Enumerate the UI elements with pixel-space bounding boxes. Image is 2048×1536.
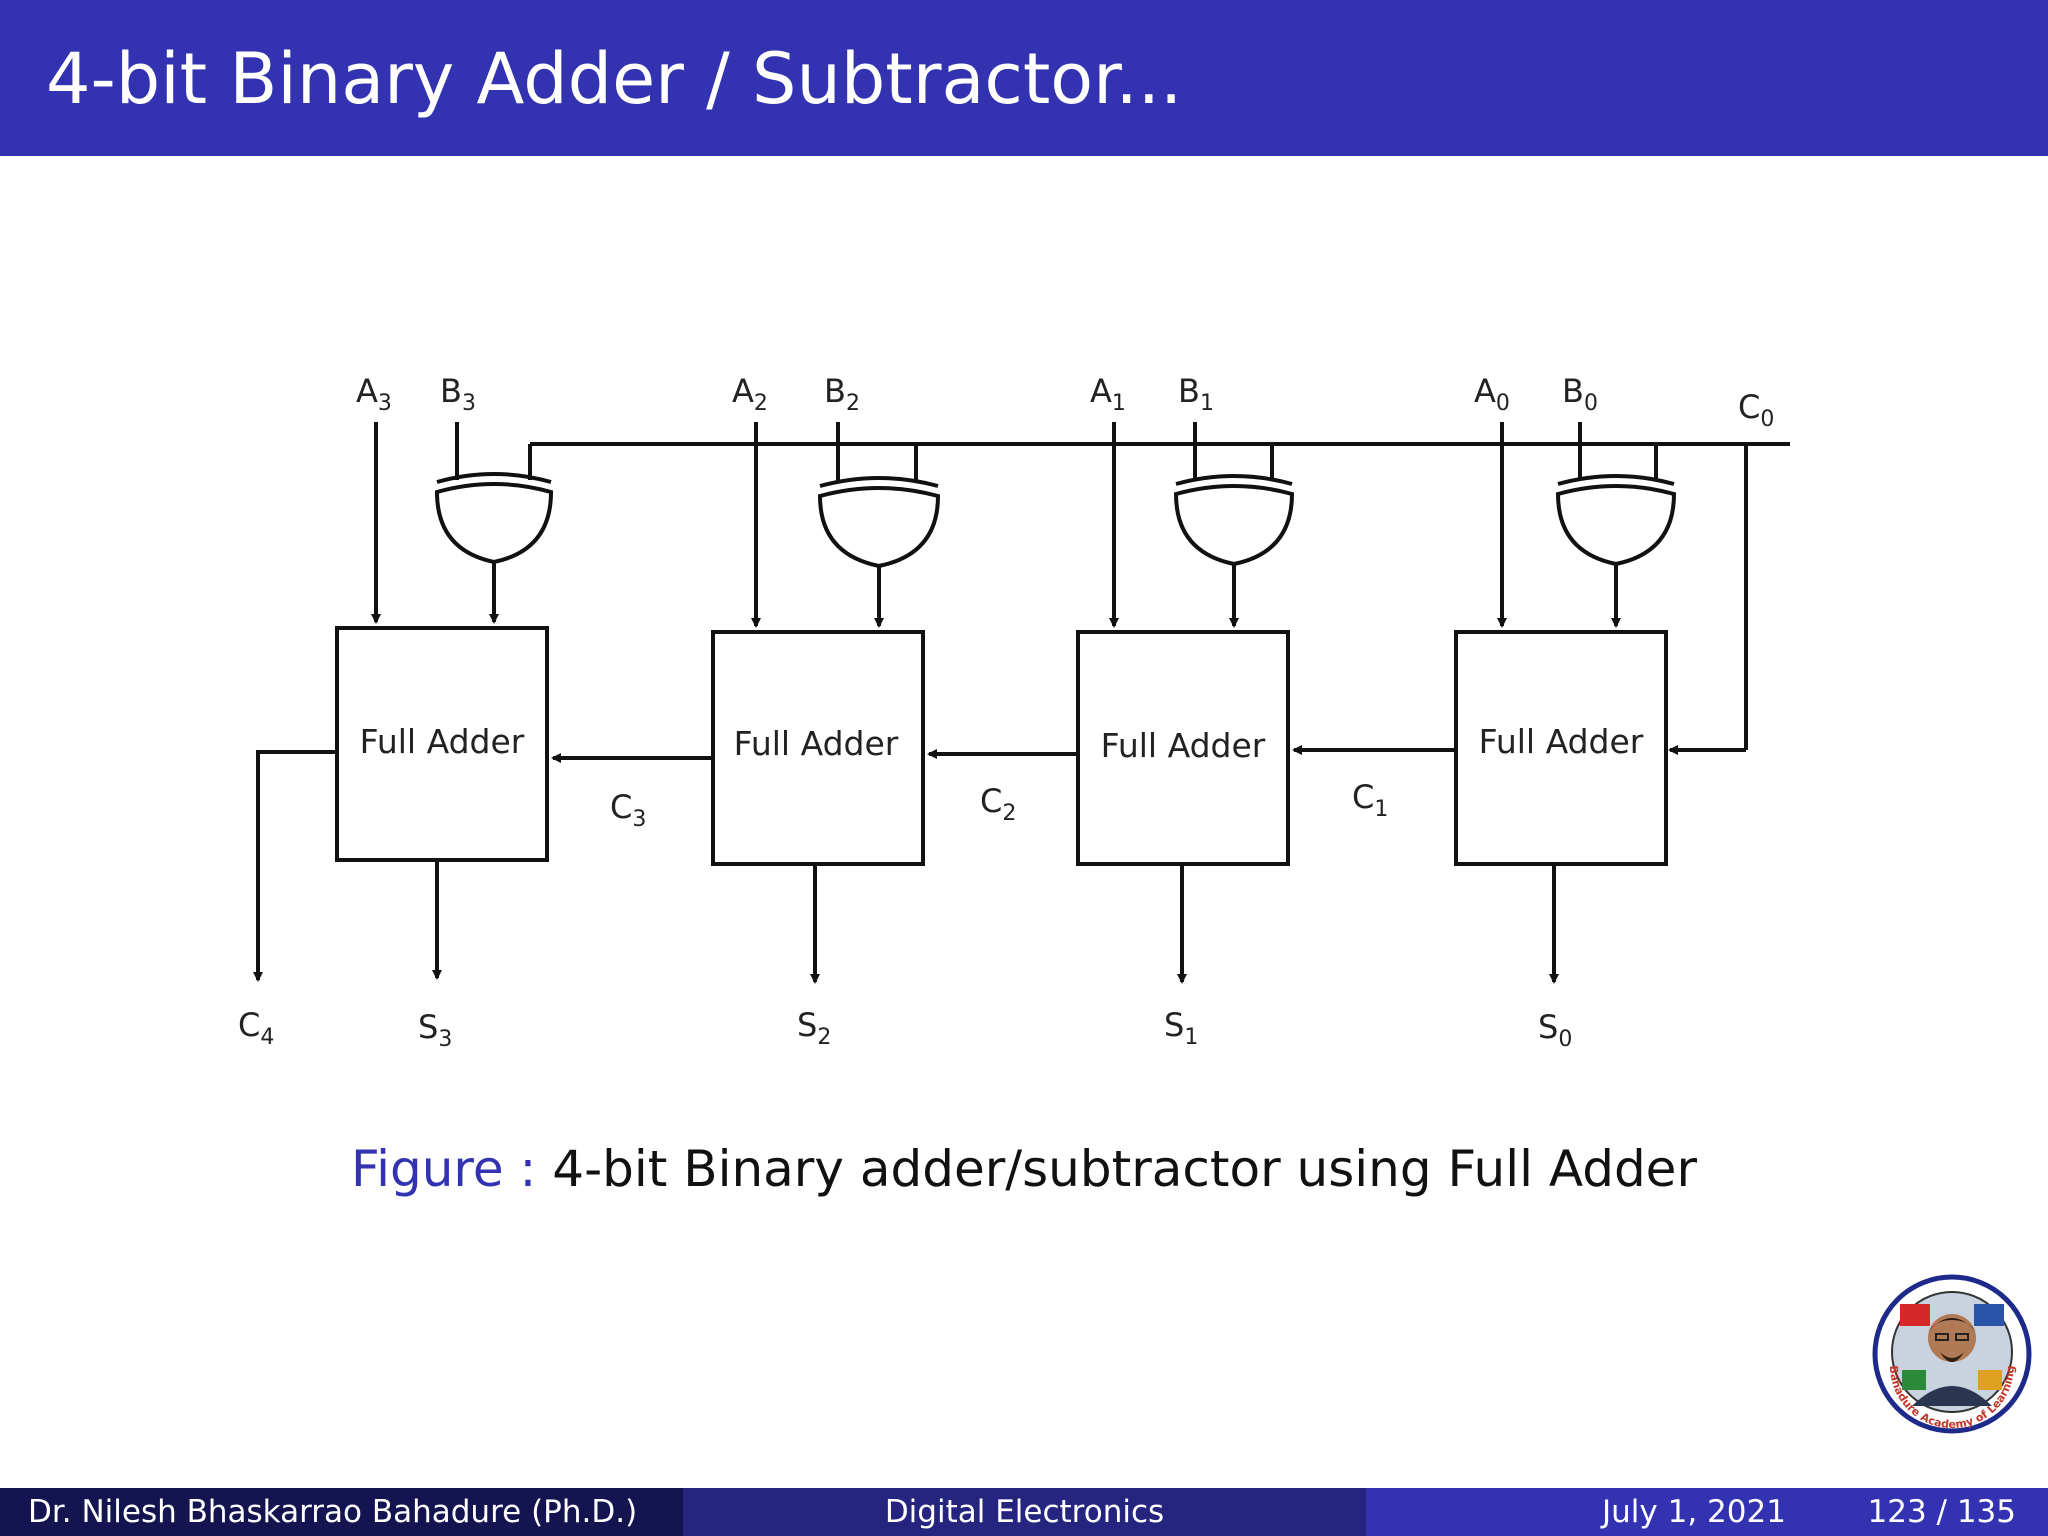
b2-label: B2 [824,372,860,416]
output-labels: C4 S3 S2 S1 S0 [238,1006,1572,1052]
footer-course: Digital Electronics [683,1488,1366,1536]
full-adder-0-label: Full Adder [1479,722,1644,761]
avatar-icon [1928,1314,1976,1362]
s1-label: S1 [1164,1006,1198,1050]
xor-gate-1 [1173,474,1295,567]
slide-header: 4-bit Binary Adder / Subtractor... [0,0,2048,156]
footer-page-number: 123 / 135 [1867,1494,2017,1530]
full-adder-0 [1454,630,1668,866]
stage-0: Full Adder [1292,422,1677,984]
slide-footer: Dr. Nilesh Bhaskarrao Bahadure (Ph.D.) D… [0,1488,2048,1536]
s2-label: S2 [797,1006,831,1050]
stage-2: Full Adder [551,422,941,984]
a1-label: A1 [1090,372,1126,416]
figure-caption-prefix: Figure : [350,1140,537,1198]
c3-label: C3 [610,788,646,832]
full-adder-2-label: Full Adder [734,724,899,763]
b3-label: B3 [440,372,476,416]
xor-gate-3 [434,472,554,565]
stage-3: Full Adder [253,422,554,982]
xor-gate-0 [1555,474,1677,567]
c0-label: C0 [1738,388,1774,432]
a2-label: A2 [732,372,768,416]
c4-label: C4 [238,1006,274,1050]
academy-logo: Bahadure Academy of Learning [1872,1274,2032,1434]
slide-title: 4-bit Binary Adder / Subtractor... [46,38,1183,120]
s3-label: S3 [418,1008,452,1052]
full-adder-1 [1076,630,1290,866]
figure-caption-text: 4-bit Binary adder/subtractor using Full… [552,1140,1697,1198]
a0-label: A0 [1474,372,1510,416]
full-adder-3 [335,626,549,862]
c2-label: C2 [980,782,1016,826]
xor-gate-2 [817,476,941,569]
footer-date: July 1, 2021 [1602,1494,1786,1530]
top-input-labels: A3 B3 A2 B2 A1 B1 A0 B0 C0 [356,372,1774,432]
full-adder-3-label: Full Adder [360,722,525,761]
figure-caption: Figure : 4-bit Binary adder/subtractor u… [0,1140,2048,1198]
footer-date-page: July 1, 2021 123 / 135 [1366,1488,2048,1536]
footer-author: Dr. Nilesh Bhaskarrao Bahadure (Ph.D.) [0,1488,683,1536]
c4-output-line [253,750,337,982]
stage-1: Full Adder [927,422,1295,984]
b0-label: B0 [1562,372,1598,416]
carry-labels: C3 C2 C1 [610,778,1388,832]
c1-label: C1 [1352,778,1388,822]
adder-subtractor-diagram: Full Adder Full Adder Full Adder [238,372,1790,1052]
s0-label: S0 [1538,1008,1572,1052]
a3-label: A3 [356,372,392,416]
b1-label: B1 [1178,372,1214,416]
full-adder-1-label: Full Adder [1101,726,1266,765]
full-adder-2 [711,630,925,866]
